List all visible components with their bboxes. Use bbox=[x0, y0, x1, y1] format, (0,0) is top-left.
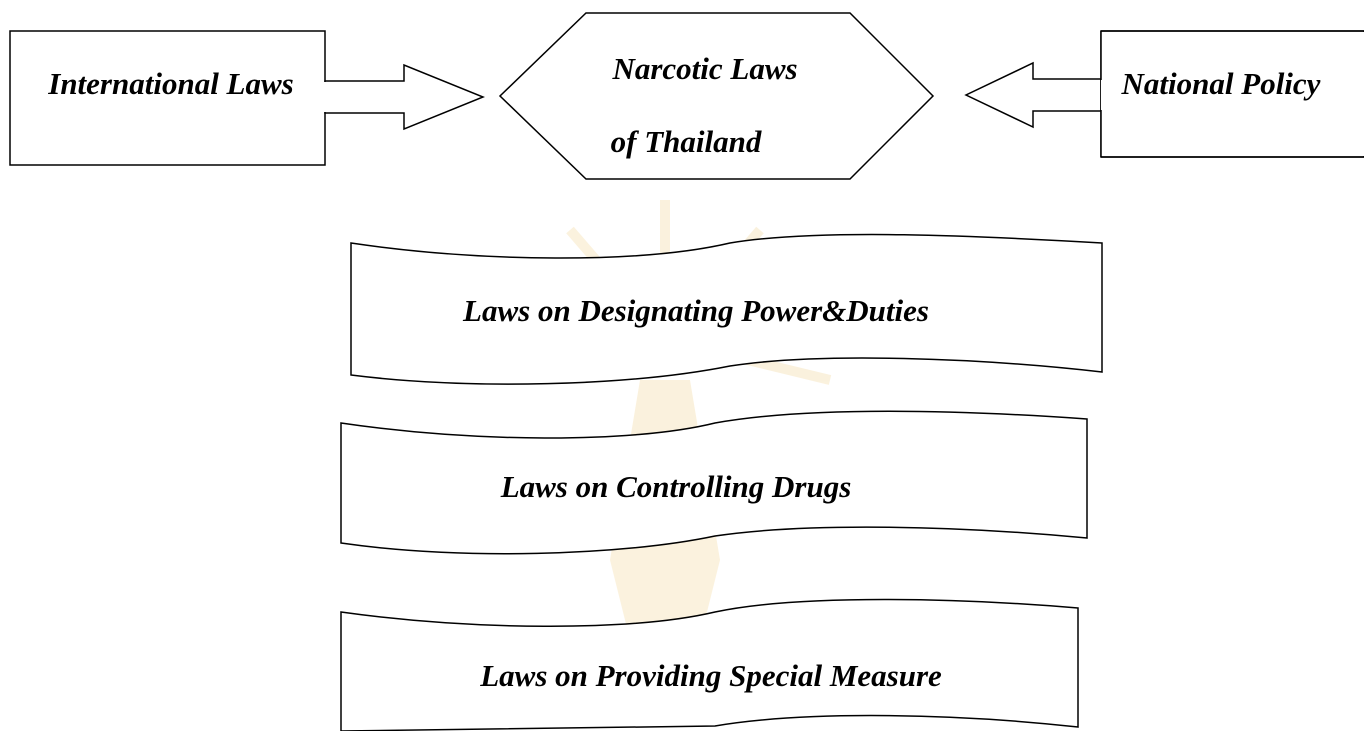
category-banner-2 bbox=[340, 410, 1088, 555]
center-label-line1: Narcotic Laws bbox=[611, 51, 797, 86]
category-label-2: Laws on Controlling Drugs bbox=[500, 469, 852, 504]
left-arrow-icon bbox=[964, 61, 1102, 129]
category-label-1: Laws on Designating Power&Duties bbox=[462, 293, 929, 328]
center-label-line2: of Thailand bbox=[611, 124, 762, 159]
right-arrow-icon bbox=[324, 63, 485, 131]
international-laws-label: International Laws bbox=[47, 66, 294, 101]
national-policy-fill bbox=[1101, 32, 1364, 156]
category-banner-3 bbox=[340, 598, 1079, 731]
international-laws-box bbox=[9, 30, 326, 166]
center-hexagon bbox=[498, 12, 935, 180]
category-label-3: Laws on Providing Special Measure bbox=[479, 658, 942, 693]
category-banner-1 bbox=[350, 233, 1103, 385]
national-policy-label: National Policy bbox=[1121, 66, 1321, 101]
